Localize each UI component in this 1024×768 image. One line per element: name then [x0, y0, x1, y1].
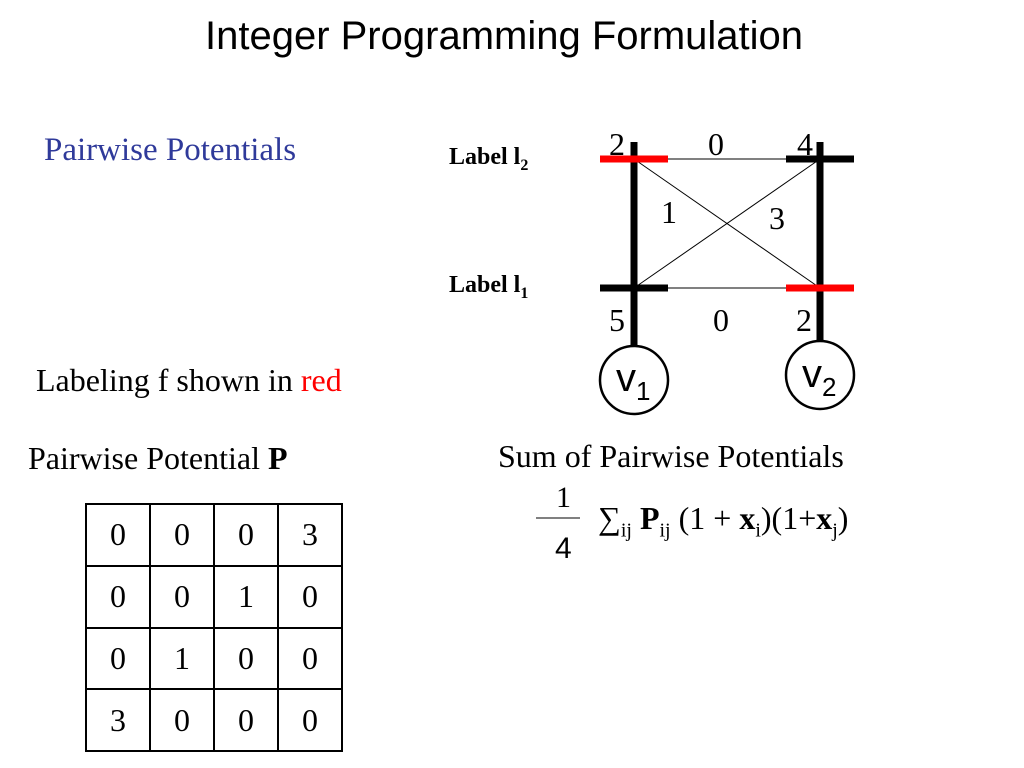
- pairwise-matrix: 0 0 0 3 0 0 1 0 0 1 0 0 3 0 0 0: [85, 503, 343, 752]
- red-highlight: red: [300, 362, 342, 398]
- sum-formula: ∑ij Pij (1 + xi)(1+xj): [598, 500, 849, 542]
- sum-title: Sum of Pairwise Potentials: [498, 438, 844, 474]
- pairwise-cross-value-1: 1: [661, 194, 677, 230]
- unary-v2-l1: 2: [796, 302, 812, 338]
- section-title: Pairwise Potentials: [44, 132, 297, 168]
- edge-cross-up: [633, 158, 821, 289]
- matrix-cell: 1: [213, 564, 279, 629]
- node-v2: [784, 339, 856, 411]
- unary-v2-l2: 4: [797, 126, 813, 162]
- fraction-denominator: 4: [555, 532, 572, 565]
- matrix-row: 0 0 1 0: [85, 564, 343, 629]
- labeling-caption: Labeling f shown in red: [36, 362, 342, 398]
- matrix-cell: 0: [85, 503, 151, 567]
- label-l1: Label l1: [449, 272, 529, 302]
- matrix-cell: 0: [277, 564, 343, 629]
- pairwise-bottom-value: 0: [713, 302, 729, 338]
- fraction-numerator: 1: [556, 481, 571, 514]
- matrix-title: Pairwise Potential P: [28, 440, 288, 476]
- matrix-cell: 0: [213, 688, 279, 752]
- matrix-row: 0 1 0 0: [85, 626, 343, 691]
- matrix-cell: 0: [85, 626, 151, 691]
- matrix-cell: 3: [85, 688, 151, 752]
- slide-title: Integer Programming Formulation: [204, 14, 804, 58]
- var-v1-label: v1: [616, 356, 651, 406]
- pairwise-cross-value-3: 3: [769, 200, 785, 236]
- matrix-cell: 3: [277, 503, 343, 567]
- unary-v1-l1: 5: [609, 302, 625, 338]
- matrix-cell: 0: [277, 688, 343, 752]
- matrix-row: 3 0 0 0: [85, 688, 343, 752]
- var-v2-label: v2: [802, 352, 837, 402]
- matrix-cell: 0: [85, 564, 151, 629]
- matrix-cell: 0: [149, 688, 215, 752]
- matrix-cell: 0: [213, 503, 279, 567]
- unary-v1-l2: 2: [609, 126, 625, 162]
- matrix-row: 0 0 0 3: [85, 503, 343, 567]
- node-v1: [598, 344, 670, 416]
- matrix-cell: 0: [149, 503, 215, 567]
- matrix-cell: 0: [277, 626, 343, 691]
- matrix-cell: 0: [213, 626, 279, 691]
- pairwise-top-value: 0: [708, 126, 724, 162]
- matrix-cell: 0: [149, 564, 215, 629]
- label-l2: Label l2: [449, 144, 529, 174]
- matrix-cell: 1: [149, 626, 215, 691]
